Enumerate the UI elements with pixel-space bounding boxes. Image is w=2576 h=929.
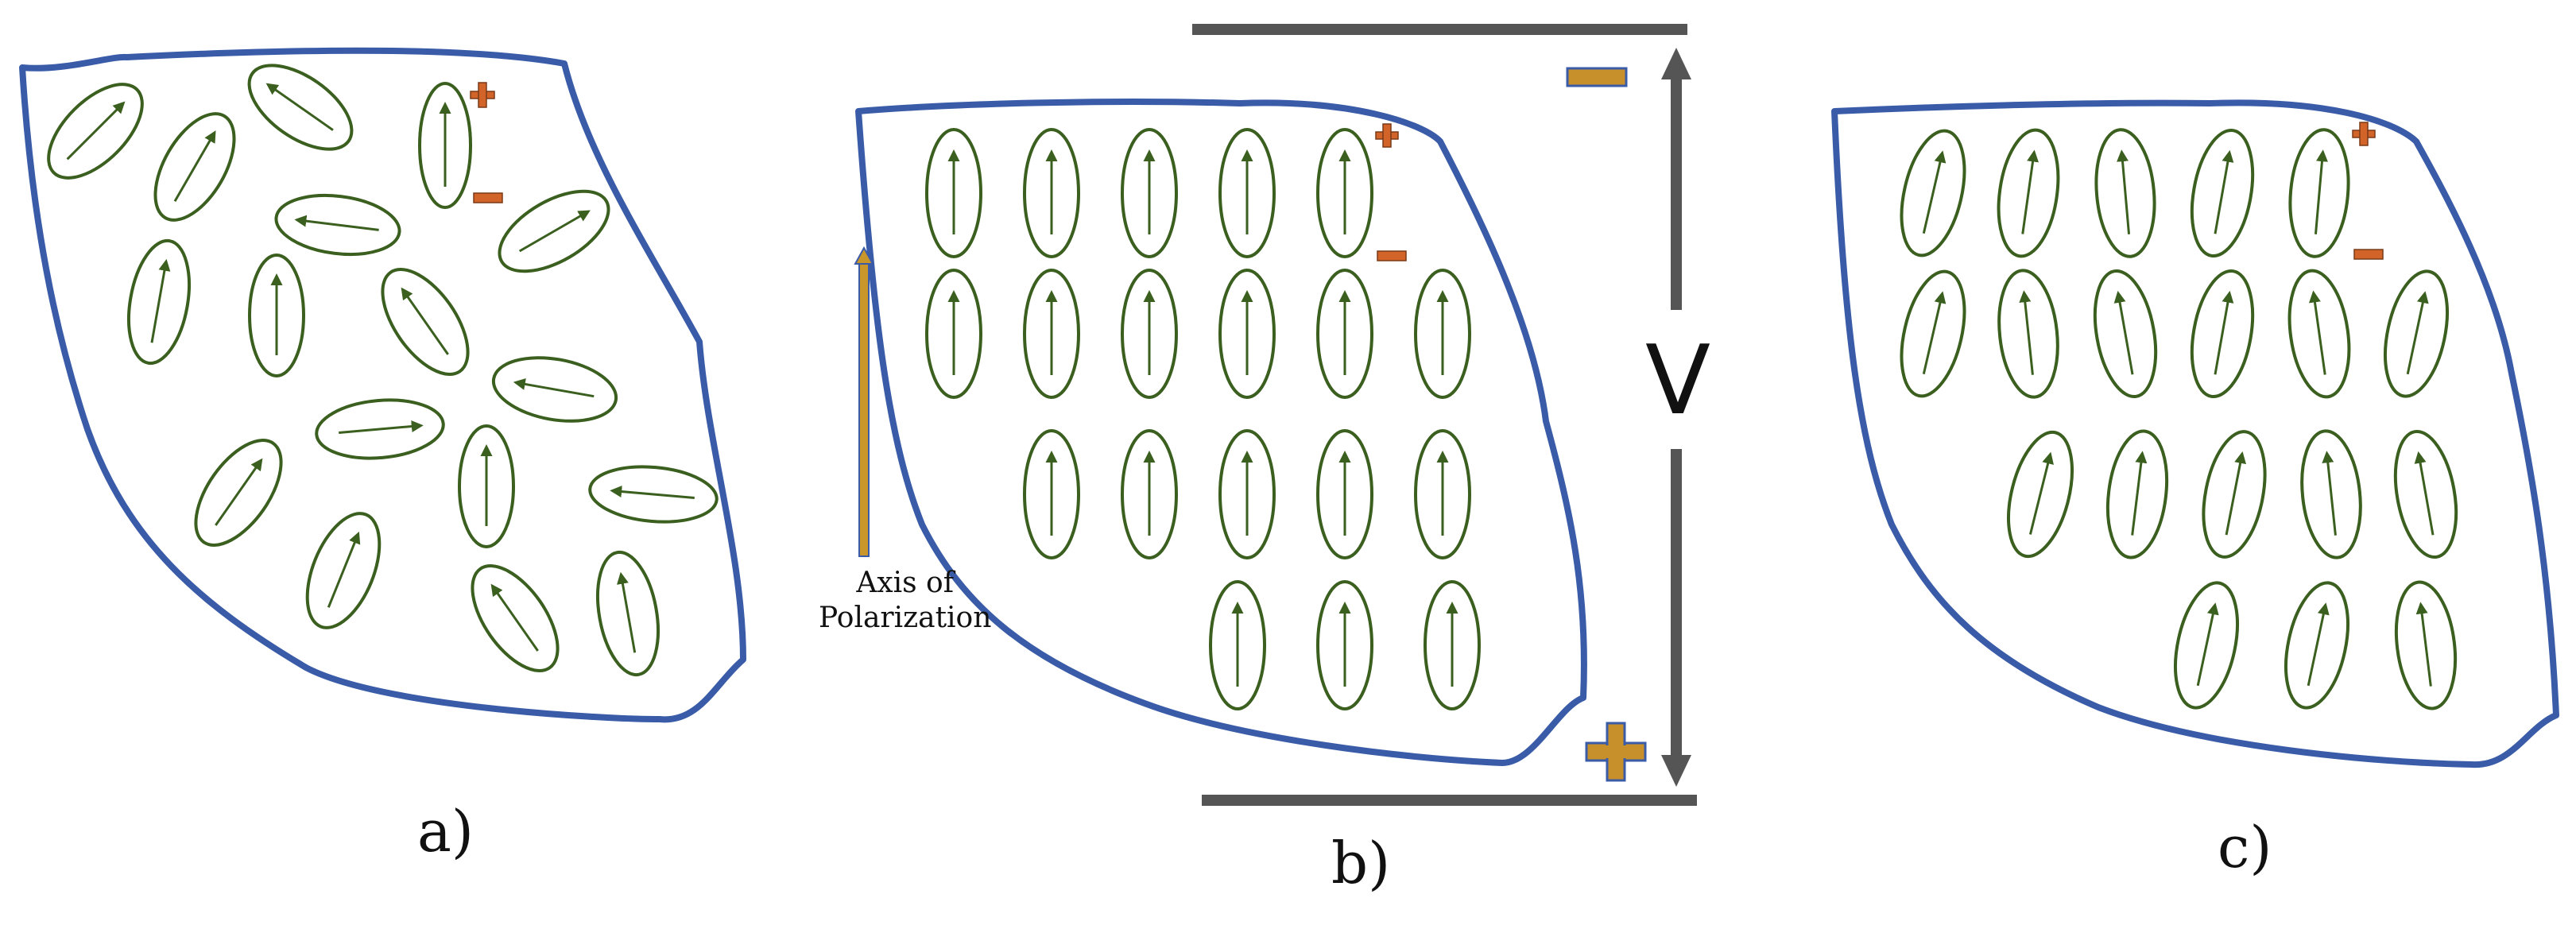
dipole bbox=[1218, 429, 1276, 559]
dipole bbox=[1900, 129, 1966, 257]
axis-of-polarization-arrow bbox=[854, 246, 874, 557]
dipole bbox=[588, 465, 719, 524]
dipole bbox=[1121, 128, 1178, 258]
dipole bbox=[2190, 269, 2255, 399]
dipole bbox=[1209, 580, 1266, 710]
dipole bbox=[315, 398, 445, 460]
dipole bbox=[1414, 429, 1471, 559]
dipole bbox=[1218, 269, 1276, 399]
dipole bbox=[194, 439, 283, 547]
panel-b-label: b) bbox=[1331, 830, 1391, 896]
axis-label-line1: Axis of bbox=[856, 567, 955, 599]
panel-c-label: c) bbox=[2218, 814, 2272, 881]
dipole bbox=[2105, 429, 2169, 559]
dipole bbox=[381, 268, 470, 376]
dipole bbox=[2190, 128, 2255, 258]
panel-b-outline bbox=[855, 99, 1587, 766]
minus-sign-icon bbox=[473, 192, 503, 203]
panel-b-dipoles bbox=[925, 128, 1481, 710]
dipole bbox=[2093, 269, 2158, 399]
dipole bbox=[1023, 429, 1080, 559]
dipole bbox=[1316, 429, 1373, 559]
dipole bbox=[2384, 269, 2449, 398]
dipole bbox=[1023, 269, 1080, 399]
dipole bbox=[1121, 429, 1178, 559]
polarity-plus-icon bbox=[1585, 722, 1647, 782]
dipole bbox=[1121, 269, 1178, 399]
dipole bbox=[498, 189, 610, 273]
voltage-label: V bbox=[1645, 326, 1711, 436]
dipole bbox=[1316, 269, 1373, 399]
panel-a-dipoles bbox=[47, 64, 719, 677]
dipole bbox=[925, 269, 982, 399]
dipole bbox=[2202, 430, 2267, 559]
dipole bbox=[248, 254, 305, 377]
dipole bbox=[1900, 269, 1966, 398]
dipole bbox=[596, 550, 660, 677]
plus-sign-icon bbox=[1375, 123, 1399, 148]
dipole bbox=[2174, 581, 2239, 710]
axis-label-line2: Polarization bbox=[819, 601, 992, 634]
dipole bbox=[247, 64, 354, 151]
dipole bbox=[2287, 269, 2351, 399]
dipole bbox=[2300, 429, 2362, 559]
dipole bbox=[1218, 128, 1276, 258]
plus-sign-icon bbox=[470, 82, 495, 108]
dipole bbox=[1316, 128, 1373, 258]
charge-signs bbox=[470, 82, 2384, 261]
dipole bbox=[471, 564, 560, 672]
dipole bbox=[491, 356, 618, 423]
panel-c-outline bbox=[1831, 99, 2559, 768]
panel-a-outline bbox=[19, 47, 746, 723]
dipole bbox=[925, 128, 982, 258]
dipole bbox=[2393, 429, 2458, 559]
minus-sign-icon bbox=[1377, 250, 1407, 261]
dipole bbox=[1023, 128, 1080, 258]
dipole bbox=[274, 194, 401, 256]
dipole bbox=[1316, 580, 1373, 710]
dipole bbox=[2394, 580, 2458, 710]
dipole bbox=[1414, 269, 1471, 399]
panel-a-label: a) bbox=[417, 798, 475, 865]
axis-of-polarization-label: Axis of Polarization bbox=[819, 566, 991, 636]
dipole bbox=[418, 82, 472, 209]
dipole bbox=[1424, 580, 1481, 710]
dipole bbox=[2288, 128, 2350, 258]
dipole bbox=[2007, 430, 2074, 559]
dipole bbox=[2094, 128, 2156, 258]
minus-sign-icon bbox=[2353, 249, 2384, 260]
panel-c-dipoles bbox=[1900, 128, 2458, 710]
double-arrow-icon bbox=[1661, 48, 1691, 787]
dipole bbox=[1997, 128, 2060, 258]
dipole bbox=[47, 83, 144, 180]
dipole bbox=[127, 238, 191, 366]
dipole bbox=[1997, 269, 2059, 399]
dipole bbox=[305, 512, 382, 629]
dipole bbox=[2284, 581, 2349, 710]
polarity-minus-icon bbox=[1566, 67, 1628, 87]
dipole bbox=[458, 424, 515, 548]
plus-sign-icon bbox=[2352, 122, 2376, 146]
dipole bbox=[153, 112, 236, 222]
